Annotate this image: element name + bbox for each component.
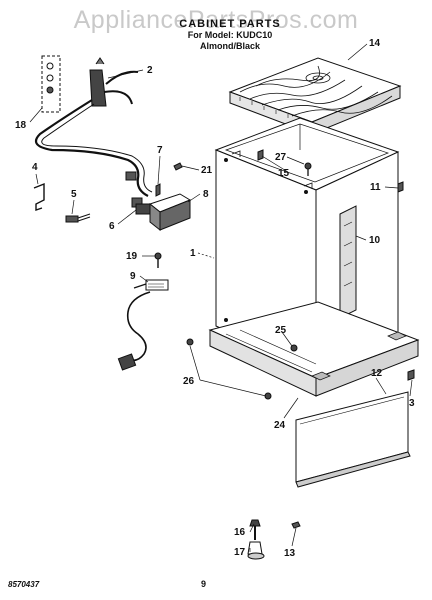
callout-3: 3 [409, 398, 415, 409]
callout-15: 15 [278, 168, 290, 179]
watermark-text: AppliancePartsPros.com [73, 6, 359, 34]
callout-18: 18 [15, 120, 27, 131]
callout-14: 14 [369, 38, 381, 49]
callout-1: 1 [190, 248, 196, 259]
model-label: For Model: KUDC10 [187, 30, 273, 40]
page-number: 9 [201, 579, 207, 589]
leader-lines [29, 43, 413, 552]
callout-25: 25 [275, 325, 287, 336]
cabinet-top-panel [228, 57, 402, 135]
power-cord-screw [154, 252, 162, 268]
callout-13: 13 [284, 548, 296, 559]
callout-9: 9 [130, 271, 136, 282]
power-cord [117, 279, 169, 371]
clamp-screw [65, 213, 91, 223]
kickplate-screw [407, 369, 415, 381]
mounting-bracket [148, 193, 192, 232]
callout-6: 6 [109, 221, 115, 232]
color-label: Almond/Black [199, 41, 260, 51]
callout-8: 8 [203, 189, 209, 200]
leveling-screw [291, 521, 301, 529]
base-screws [186, 338, 298, 400]
inlet-hose [34, 99, 153, 208]
callout-19: 19 [126, 251, 138, 262]
cabinet-base [208, 301, 420, 397]
callout-26: 26 [183, 376, 195, 387]
water-valve-assembly [41, 55, 139, 113]
callout-21: 21 [201, 165, 213, 176]
kickplate-panel [295, 391, 411, 488]
callout-27: 27 [275, 152, 287, 163]
hose-clip [33, 182, 45, 211]
section-title: CABINET PARTS [179, 18, 281, 30]
callout-10: 10 [369, 235, 381, 246]
document-number: 8570437 [8, 580, 40, 589]
callout-17: 17 [234, 547, 246, 558]
callout-4: 4 [32, 162, 38, 173]
cabinet-screws [257, 149, 404, 193]
callout-5: 5 [71, 189, 77, 200]
bracket-screw [155, 162, 183, 197]
callout-7: 7 [157, 145, 163, 156]
callout-24: 24 [274, 420, 286, 431]
callout-2: 2 [147, 65, 153, 76]
leveling-leg [247, 519, 265, 560]
callout-16: 16 [234, 527, 246, 538]
callout-12: 12 [371, 368, 383, 379]
callout-11: 11 [370, 182, 381, 193]
